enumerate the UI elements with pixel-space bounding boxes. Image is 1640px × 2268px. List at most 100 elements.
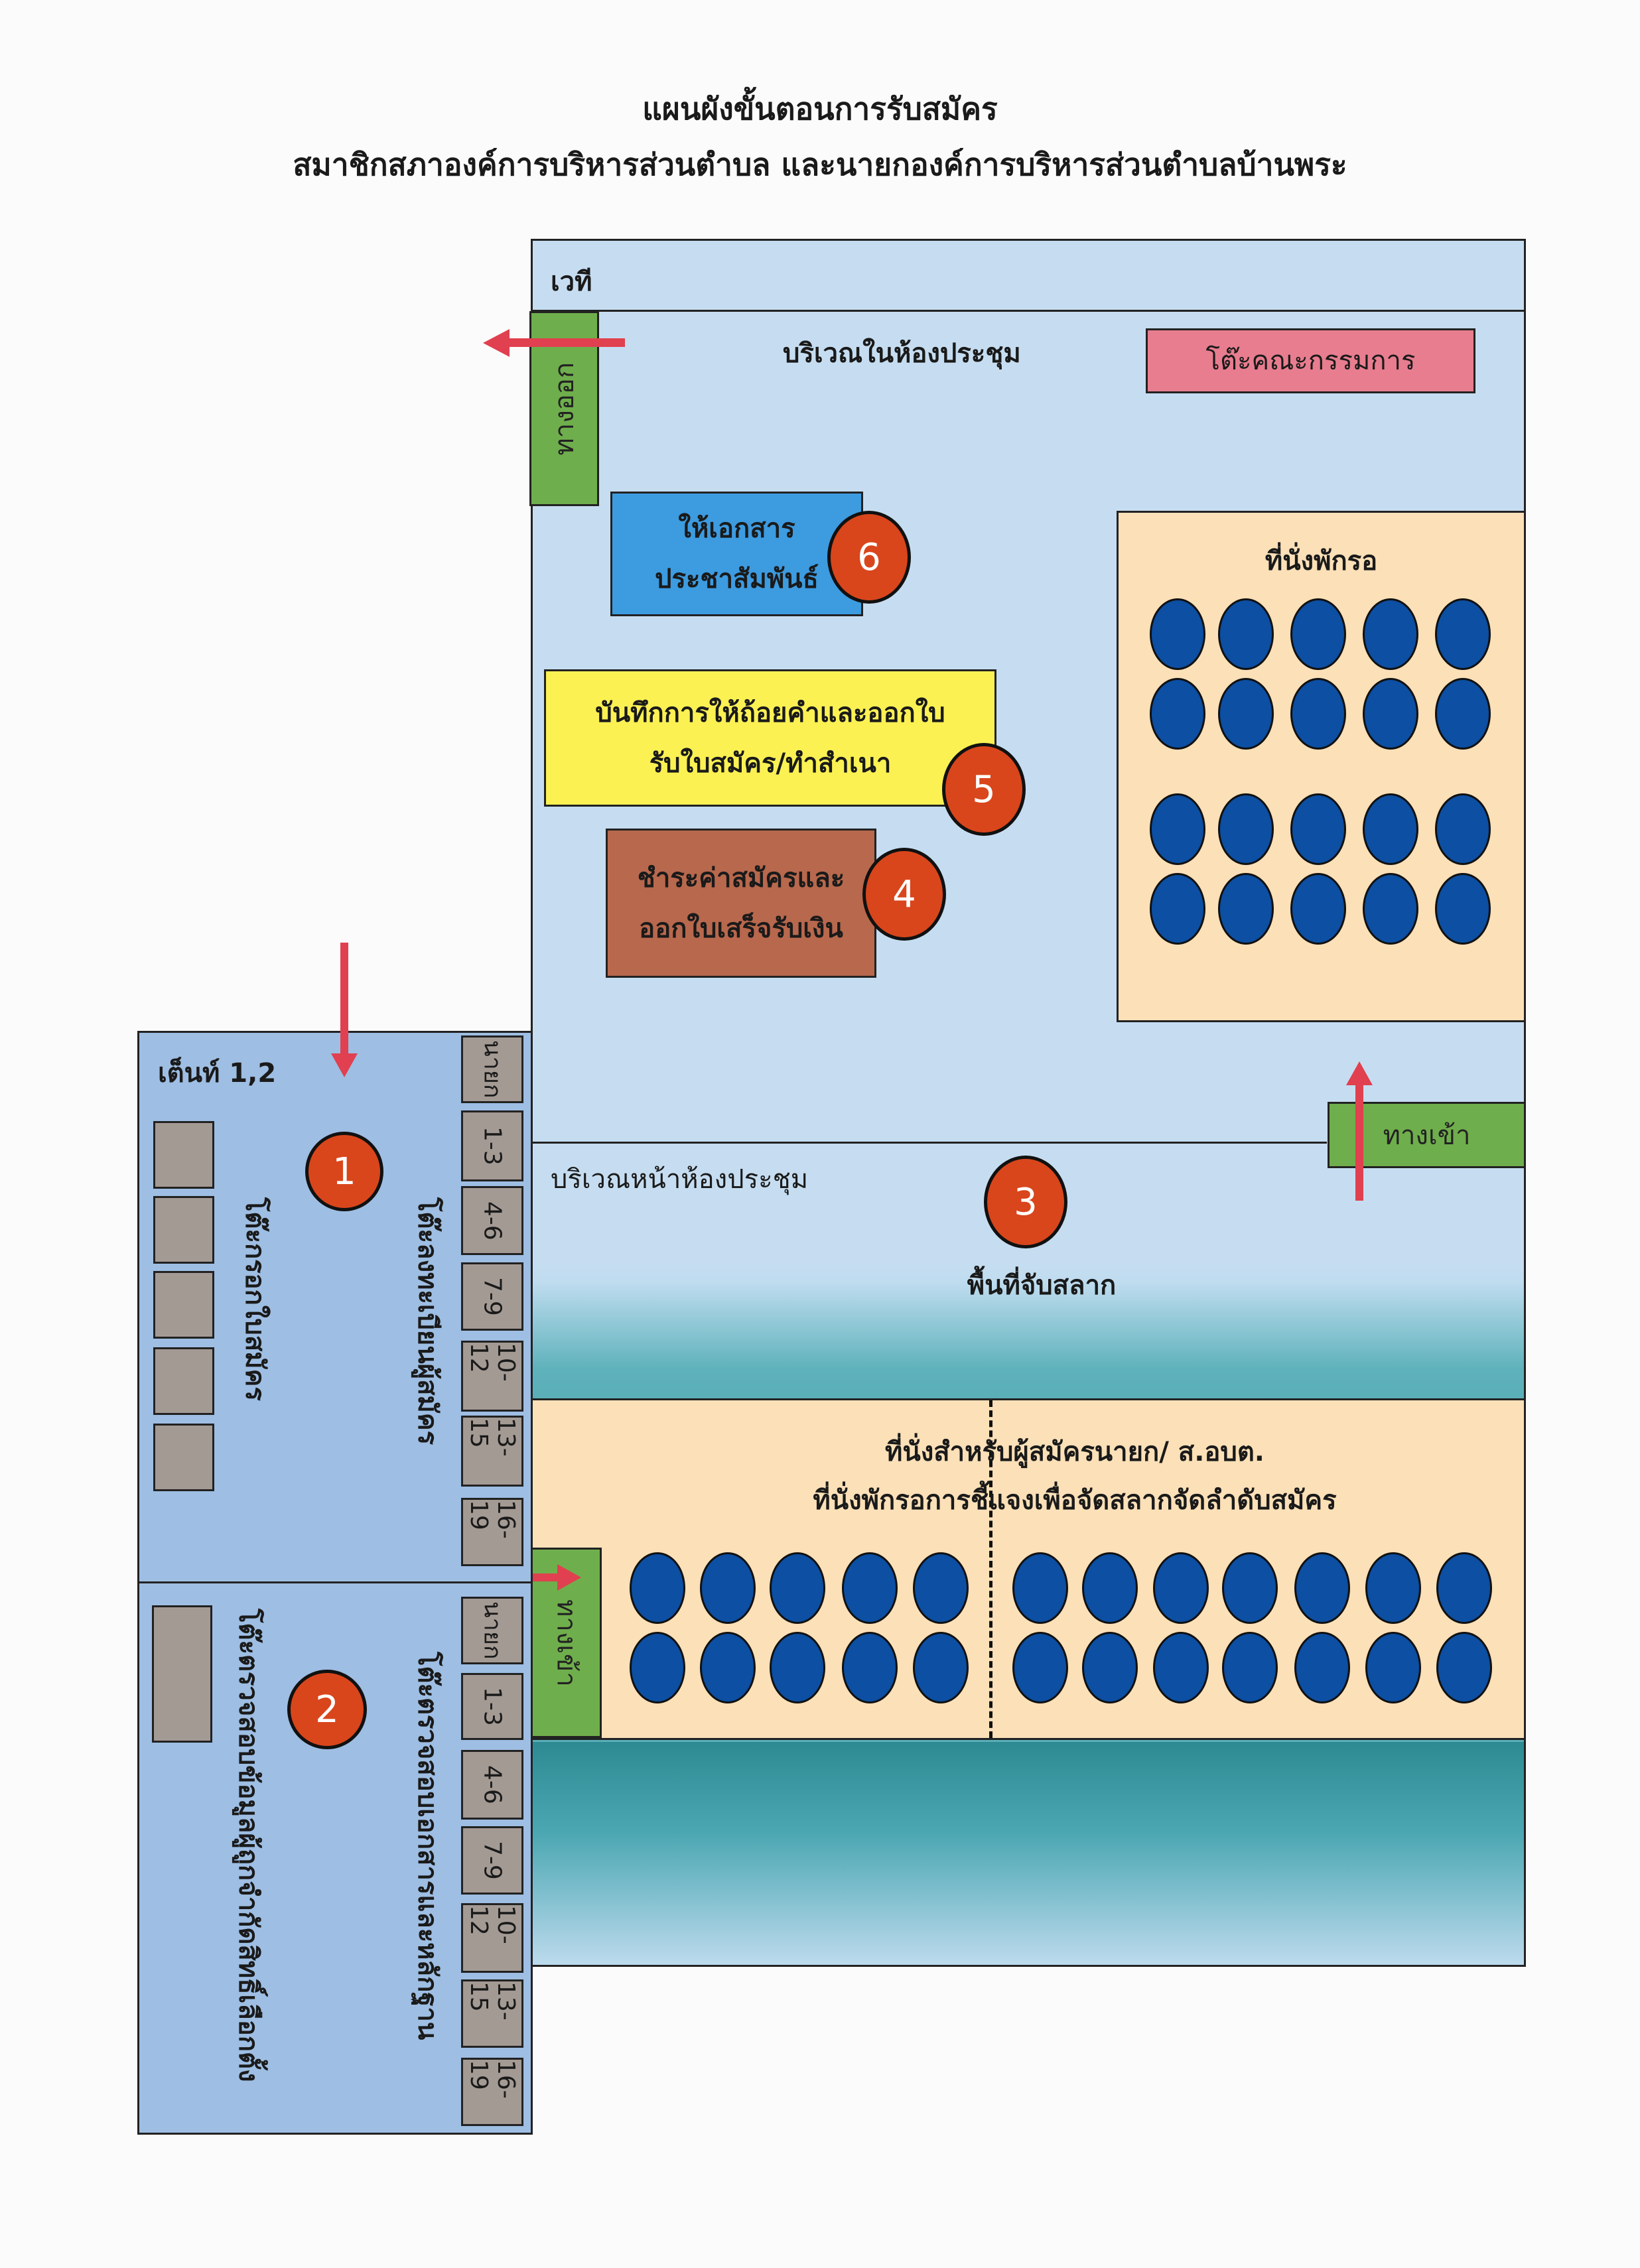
- candidate-seat: [1012, 1552, 1068, 1624]
- desk-group-label: 13-15: [465, 1981, 519, 2021]
- candidate-seat: [630, 1632, 685, 1703]
- candidate-seat: [842, 1552, 898, 1624]
- candidate-seat: [1153, 1552, 1209, 1624]
- check-docs-desk-6: 16-19: [461, 2058, 523, 2126]
- step4-line1: ชำระค่าสมัครและ: [637, 862, 845, 894]
- step1-circle: 1: [305, 1132, 383, 1211]
- candidate-seat: [913, 1552, 969, 1624]
- check-docs-table-label: โต๊ะตรวจสอบเอกสารและหลักฐาน: [412, 1652, 443, 2040]
- step6-line1: ให้เอกสาร: [678, 513, 795, 544]
- step4-box: ชำระค่าสมัครและออกใบเสร็จรับเงิน: [606, 829, 876, 978]
- entrance-right-arrowhead-icon: [557, 1564, 581, 1591]
- candidate-seat: [1365, 1632, 1421, 1703]
- waiting-seat: [1435, 873, 1491, 945]
- waiting-seat: [1150, 598, 1205, 670]
- stage-label: เวที: [551, 267, 592, 297]
- rights-check-table: [152, 1605, 212, 1743]
- tent-down-arrow-icon: [340, 943, 348, 1055]
- front-area-divider: [531, 1142, 1327, 1144]
- waiting-seat: [1363, 678, 1418, 750]
- check-docs-desk-3: 7-9: [461, 1826, 523, 1895]
- candidate-seat: [770, 1552, 825, 1624]
- candidate-seat: [1436, 1632, 1492, 1703]
- entrance-up-arrow-icon: [1355, 1081, 1363, 1201]
- register-table-label: โต๊ะลงทะเบียนผู้สมัคร: [412, 1197, 443, 1445]
- register-desk-1: 1-3: [461, 1110, 523, 1181]
- candidate-seat: [1082, 1632, 1138, 1703]
- exit-arrow-icon: [504, 338, 625, 347]
- candidate-seat: [1294, 1552, 1350, 1624]
- candidate-seat: [1436, 1552, 1492, 1624]
- desk-group-label: 7-9: [478, 1277, 506, 1316]
- waiting-seat: [1363, 598, 1418, 670]
- check-docs-desk-2: 4-6: [461, 1750, 523, 1820]
- waiting-seat: [1218, 793, 1274, 865]
- inner-area-label: บริเวณในห้องประชุม: [783, 338, 1021, 369]
- register-desk-3: 7-9: [461, 1262, 523, 1331]
- front-area-label: บริเวณหน้าห้องประชุม: [551, 1164, 809, 1195]
- exit-arrowhead-icon: [483, 329, 510, 357]
- register-desk-4: 10-12: [461, 1341, 523, 1412]
- step5-line2: รับใบสมัคร/ทำสำเนา: [649, 748, 892, 779]
- waiting-seat: [1290, 793, 1346, 865]
- exit-label: ทางออก: [549, 362, 580, 456]
- step5-line1: บันทึกการให้ถ้อยคำและออกใบ: [595, 697, 945, 728]
- waiting-seat: [1435, 793, 1491, 865]
- check-docs-desk-4: 10-12: [461, 1903, 523, 1973]
- waiting-seat: [1218, 873, 1274, 945]
- candidate-seat: [1082, 1552, 1138, 1624]
- register-desk-0: นายก: [461, 1035, 523, 1103]
- check-docs-desk-0: นายก: [461, 1597, 523, 1664]
- tent-divider: [137, 1581, 533, 1583]
- candidate-seat: [913, 1632, 969, 1703]
- step6-line2: ประชาสัมพันธ์: [655, 564, 819, 594]
- step4-circle: 4: [862, 848, 946, 941]
- waiting-seat: [1150, 873, 1205, 945]
- desk-group-label: 10-12: [465, 1343, 519, 1382]
- right-entrance-label: ทางเข้า: [1383, 1120, 1471, 1151]
- committee-table: โต๊ะคณะกรรมการ: [1146, 328, 1475, 393]
- candidate-seats-line2: ที่นั่งพักรอการชี้แจงเพื่อจัดสลากจัดลำดั…: [813, 1485, 1337, 1516]
- waiting-seat: [1435, 678, 1491, 750]
- check-docs-desk-1: 1-3: [461, 1673, 523, 1740]
- candidate-seats-line1: ที่นั่งสำหรับผู้สมัครนายก/ ส.อบต.: [884, 1437, 1264, 1467]
- desk-group-label: 13-15: [465, 1418, 519, 1457]
- waiting-seat: [1435, 598, 1491, 670]
- waiting-seats-label: ที่นั่งพักรอ: [1264, 546, 1378, 576]
- form-table-2: [153, 1196, 214, 1264]
- check-rights-table-label: โต๊ะตรวจสอบข้อมูลผู้ถูกจำกัดสิทธิ์เลือกต…: [233, 1609, 263, 2082]
- desk-group-label: 7-9: [478, 1841, 506, 1880]
- waiting-seat-area: ที่นั่งพักรอ: [1117, 511, 1526, 1022]
- tent-label: เต็นท์ 1,2: [158, 1058, 277, 1089]
- waiting-seat: [1290, 598, 1346, 670]
- step2-circle: 2: [287, 1670, 367, 1749]
- form-table-3: [153, 1271, 214, 1339]
- waiting-seat: [1290, 873, 1346, 945]
- candidate-seat: [1222, 1632, 1278, 1703]
- candidate-seat: [1012, 1632, 1068, 1703]
- candidate-seat: [1153, 1632, 1209, 1703]
- lottery-area-label: พื้นที่จับสลาก: [967, 1270, 1117, 1301]
- candidate-seat: [770, 1632, 825, 1703]
- committee-table-label: โต๊ะคณะกรรมการ: [1205, 346, 1416, 376]
- form-table-4: [153, 1347, 214, 1415]
- candidate-seat: [1294, 1632, 1350, 1703]
- left-entrance-label: ทางเข้า: [551, 1599, 582, 1687]
- candidate-seat: [700, 1632, 756, 1703]
- waiting-seat: [1218, 598, 1274, 670]
- seat-divider-dashed: [989, 1400, 992, 1738]
- stage-divider: [531, 310, 1526, 312]
- entrance-up-arrowhead-icon: [1346, 1061, 1373, 1085]
- step6-box: ให้เอกสารประชาสัมพันธ์: [610, 492, 863, 616]
- waiting-seat: [1218, 678, 1274, 750]
- desk-group-label: 16-19: [465, 2060, 519, 2099]
- step5-circle: 5: [942, 743, 1026, 836]
- candidate-seat: [630, 1552, 685, 1624]
- desk-group-label: 4-6: [478, 1201, 506, 1240]
- desk-group-label: 16-19: [465, 1500, 519, 1539]
- register-desk-6: 16-19: [461, 1498, 523, 1566]
- form-table-1: [153, 1121, 214, 1189]
- check-docs-desk-5: 13-15: [461, 1979, 523, 2048]
- step5-box: บันทึกการให้ถ้อยคำและออกใบรับใบสมัคร/ทำส…: [544, 669, 996, 807]
- desk-group-label: 4-6: [478, 1765, 506, 1804]
